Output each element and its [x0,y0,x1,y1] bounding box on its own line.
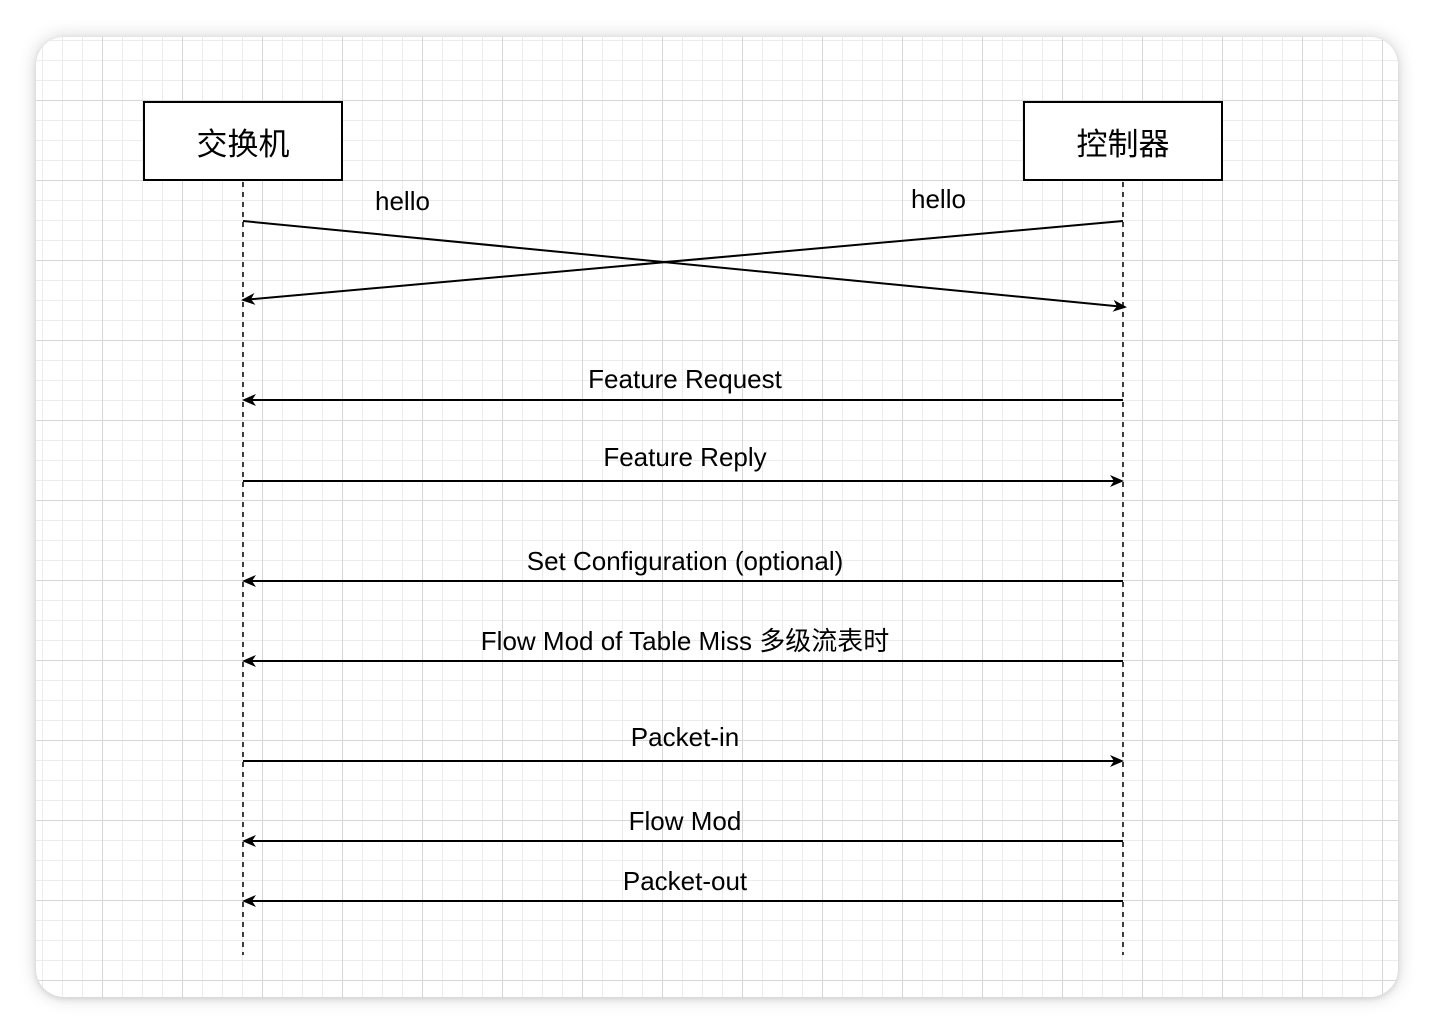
controller-actor-label: 控制器 [1076,126,1170,163]
flow-mod-label: Flow Mod [628,806,742,836]
switch-actor-label: 交换机 [196,126,290,163]
feature-reply-label: Feature Reply [603,442,767,472]
hello-switch-label: hello [375,186,430,216]
diagram-lines [241,182,1127,955]
hello-switch-to-controller-arrow [242,220,1127,312]
feature-request-label: Feature Request [588,364,782,394]
packet-out-label: Packet-out [622,866,748,896]
packet-in-label: Packet-in [630,722,740,752]
hello-controller-to-switch-arrow [241,220,1124,305]
set-configuration-label: Set Configuration (optional) [526,546,844,576]
controller-actor-box[interactable]: 控制器 [1023,101,1223,181]
flow-mod-table-miss-label: Flow Mod of Table Miss 多级流表时 [480,626,890,656]
hello-controller-label: hello [911,184,966,214]
switch-actor-box[interactable]: 交换机 [143,101,343,181]
diagram-canvas: 交换机 控制器 hello hello Feature Request Feat… [36,37,1398,997]
